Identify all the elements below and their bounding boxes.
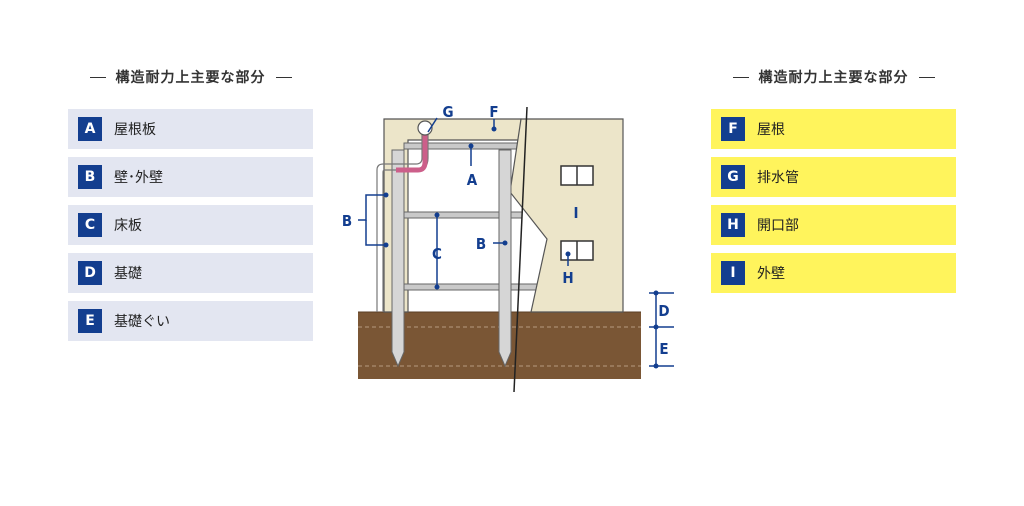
left-legend: 構造耐力上主要な部分 A 屋根板 B 壁･外壁 C 床板 D 基礎 E 基礎ぐい [68, 66, 313, 349]
legend-item-g: G 排水管 [711, 157, 956, 197]
legend-key-badge: A [78, 117, 102, 141]
legend-key-badge: H [721, 213, 745, 237]
pile-left [391, 149, 405, 368]
diagram-label-g: G [442, 103, 453, 121]
right-legend-list: F 屋根 G 排水管 H 開口部 I 外壁 [711, 109, 956, 293]
pipe-outline-outer [376, 130, 423, 312]
legend-item-f: F 屋根 [711, 109, 956, 149]
legend-label: 床板 [114, 218, 142, 234]
right-legend-heading: 構造耐力上主要な部分 [711, 66, 956, 88]
legend-label: 基礎 [114, 266, 142, 282]
legend-label: 開口部 [757, 218, 799, 234]
leader-dots [383, 126, 659, 369]
left-legend-list: A 屋根板 B 壁･外壁 C 床板 D 基礎 E 基礎ぐい [68, 109, 313, 341]
floor-beam-lower [403, 283, 545, 291]
right-legend-title: 構造耐力上主要な部分 [758, 70, 909, 86]
diagram-label-b-right: B [476, 235, 486, 253]
legend-item-e: E 基礎ぐい [68, 301, 313, 341]
diagram-label-h: H [562, 269, 573, 287]
legend-item-h: H 開口部 [711, 205, 956, 245]
left-legend-title: 構造耐力上主要な部分 [115, 70, 266, 86]
legend-key-badge: C [78, 213, 102, 237]
legend-key-badge: F [721, 117, 745, 141]
diagram-label-a: A [467, 171, 478, 189]
legend-key-badge: G [721, 165, 745, 189]
heading-dash [918, 76, 935, 78]
window-upper [560, 165, 594, 186]
window-lower [560, 240, 594, 261]
diagram-label-b-left: B [342, 212, 352, 230]
legend-key-badge: I [721, 261, 745, 285]
diagram-label-i: I [573, 204, 578, 222]
legend-label: 基礎ぐい [114, 314, 170, 330]
legend-item-d: D 基礎 [68, 253, 313, 293]
cutaway-line [513, 106, 528, 393]
legend-key-badge: E [78, 309, 102, 333]
legend-item-b: B 壁･外壁 [68, 157, 313, 197]
legend-item-i: I 外壁 [711, 253, 956, 293]
legend-key-badge: B [78, 165, 102, 189]
right-legend: 構造耐力上主要な部分 F 屋根 G 排水管 H 開口部 I 外壁 [711, 66, 956, 301]
heading-dash [275, 76, 292, 78]
left-legend-heading: 構造耐力上主要な部分 [68, 66, 313, 88]
heading-dash [732, 76, 749, 78]
diagram-label-f: F [489, 103, 498, 121]
diagram-label-c: C [432, 245, 442, 263]
drain-pipe [396, 131, 428, 173]
pile-right [498, 149, 512, 368]
legend-label: 排水管 [757, 170, 799, 186]
diagram-label-d: D [658, 302, 669, 320]
legend-label: 屋根 [757, 122, 785, 138]
diagram-label-e: E [659, 340, 668, 358]
legend-label: 外壁 [757, 266, 785, 282]
legend-item-c: C 床板 [68, 205, 313, 245]
legend-item-a: A 屋根板 [68, 109, 313, 149]
heading-dash [89, 76, 106, 78]
legend-key-badge: D [78, 261, 102, 285]
legend-label: 壁･外壁 [114, 170, 163, 186]
legend-label: 屋根板 [114, 122, 156, 138]
